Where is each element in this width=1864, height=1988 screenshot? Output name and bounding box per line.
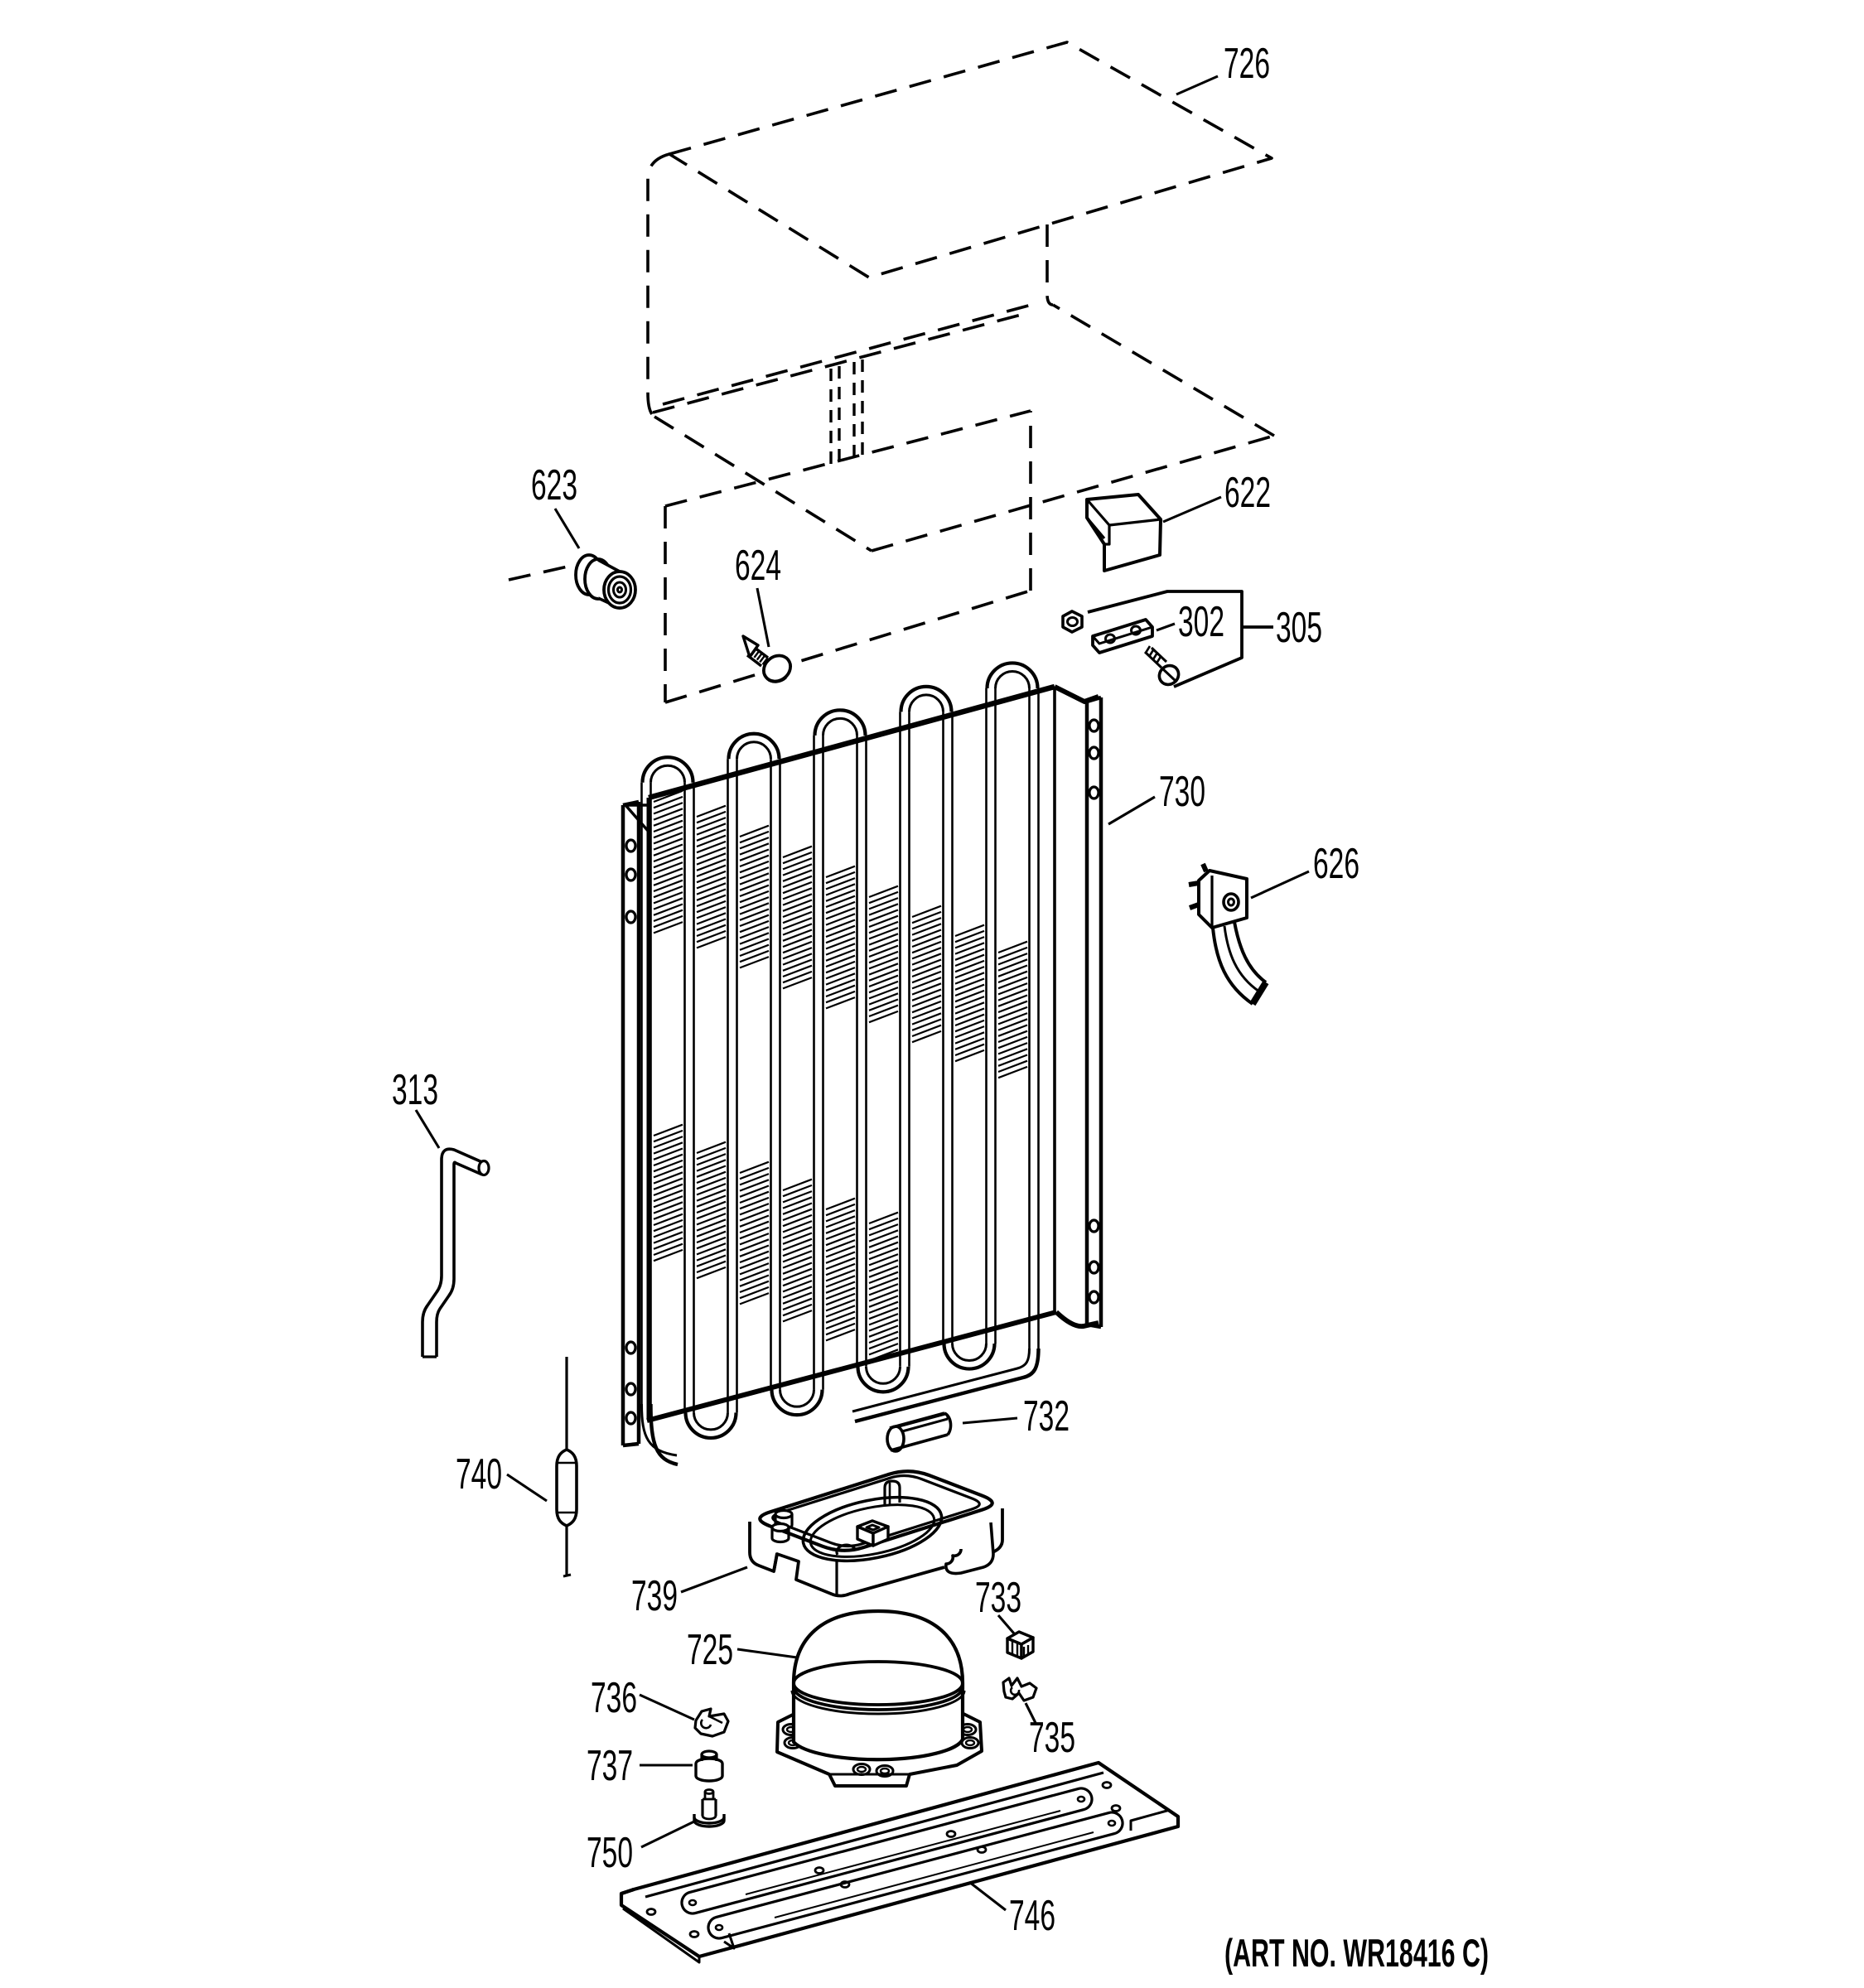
- svg-text:740: 740: [456, 1450, 502, 1498]
- svg-text:725: 725: [687, 1626, 733, 1674]
- svg-text:626: 626: [1313, 840, 1359, 888]
- svg-text:313: 313: [392, 1066, 438, 1114]
- svg-text:302: 302: [1178, 598, 1224, 646]
- svg-text:726: 726: [1224, 40, 1270, 88]
- svg-text:732: 732: [1023, 1392, 1070, 1440]
- svg-text:750: 750: [587, 1829, 633, 1877]
- svg-text:305: 305: [1276, 604, 1322, 652]
- svg-text:746: 746: [1009, 1892, 1055, 1940]
- svg-text:730: 730: [1159, 768, 1205, 816]
- svg-text:735: 735: [1029, 1714, 1075, 1762]
- svg-text:624: 624: [735, 542, 781, 590]
- svg-text:(ART NO. WR18416 C): (ART NO. WR18416 C): [1224, 1931, 1489, 1975]
- svg-text:733: 733: [975, 1574, 1021, 1622]
- svg-text:739: 739: [631, 1572, 678, 1620]
- svg-text:737: 737: [587, 1742, 633, 1790]
- svg-text:622: 622: [1224, 469, 1271, 517]
- svg-text:736: 736: [591, 1674, 637, 1722]
- svg-text:623: 623: [531, 461, 577, 509]
